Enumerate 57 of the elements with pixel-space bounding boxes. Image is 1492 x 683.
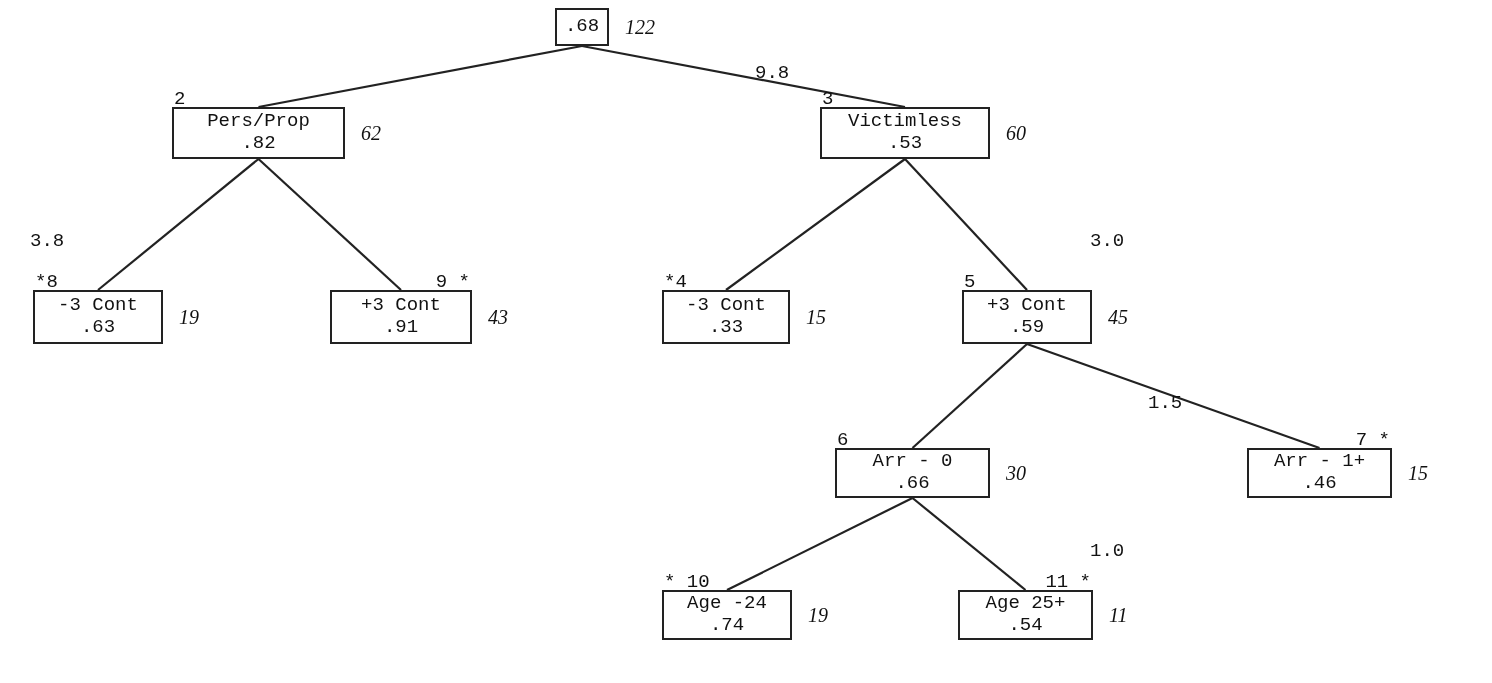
connector-line	[97, 158, 260, 291]
proportion-value: .33	[708, 317, 744, 339]
connector-line	[581, 44, 906, 109]
connector-line	[725, 158, 906, 291]
node-number: 3	[822, 89, 834, 111]
chi-square-value: 1.5	[1148, 392, 1183, 414]
split-label: -3 Cont	[58, 295, 138, 317]
connector-line	[911, 343, 1028, 449]
node-number: * 10	[664, 572, 710, 594]
proportion-value: .59	[1009, 317, 1045, 339]
case-count: 60	[1006, 121, 1026, 145]
node-number: 6	[837, 430, 849, 452]
proportion-value: .46	[1302, 473, 1337, 495]
proportion-value: .54	[1008, 615, 1043, 637]
case-count: 15	[806, 305, 826, 329]
node-number: 11 *	[1045, 572, 1091, 594]
split-label: Victimless	[848, 111, 962, 133]
split-label: -3 Cont	[686, 295, 766, 317]
case-count: 11	[1109, 603, 1128, 627]
node-number: 2	[174, 89, 186, 111]
case-count: 43	[488, 305, 508, 329]
connector-line	[726, 497, 913, 591]
chi-square-value: 3.8	[30, 230, 65, 252]
node-number: *4	[664, 272, 687, 294]
connector-line	[911, 497, 1027, 591]
connector-line	[1026, 342, 1320, 450]
proportion-value: .74	[709, 615, 745, 637]
node-number: 5	[964, 272, 976, 294]
split-label: Arr - 0	[872, 451, 953, 473]
connector-line	[257, 158, 402, 291]
case-count: 45	[1108, 305, 1128, 329]
proportion-value: .68	[564, 16, 600, 38]
split-label: Pers/Prop	[207, 111, 310, 133]
case-count: 19	[808, 603, 828, 627]
chi-square-value: 9.8	[755, 62, 790, 84]
proportion-value: .82	[241, 133, 276, 155]
case-count: 30	[1006, 461, 1026, 485]
proportion-value: .91	[383, 317, 419, 339]
case-count: 62	[361, 121, 381, 145]
split-label: +3 Cont	[987, 295, 1067, 317]
chi-square-value: 1.0	[1090, 540, 1125, 562]
connector-line	[904, 158, 1028, 291]
case-count: 122	[625, 15, 655, 39]
case-count: 15	[1408, 461, 1428, 485]
node-number: *8	[35, 272, 58, 294]
proportion-value: .53	[887, 133, 923, 155]
node-number: 9 *	[435, 272, 470, 294]
chi-square-value: 3.0	[1090, 230, 1125, 252]
connector-line	[258, 44, 583, 109]
split-label: Arr - 1+	[1273, 451, 1366, 473]
case-count: 19	[179, 305, 199, 329]
proportion-value: .63	[80, 317, 116, 339]
node-number: 7 *	[1355, 430, 1390, 452]
split-label: Age -24	[687, 593, 767, 615]
split-label: Age 25+	[985, 593, 1066, 615]
split-label: +3 Cont	[361, 295, 441, 317]
proportion-value: .66	[895, 473, 930, 495]
